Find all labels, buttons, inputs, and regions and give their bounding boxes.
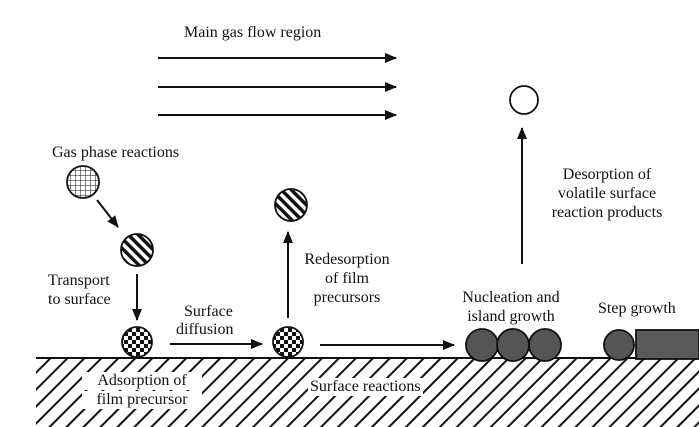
step-atom: [603, 329, 635, 361]
precursor-molecule: [120, 233, 154, 267]
redesorption-label-line-3: precursors: [313, 289, 381, 306]
surface-diffusion-label-line-2: diffusion: [176, 321, 234, 338]
transport-label-line-2: to surface: [48, 291, 111, 308]
redesorption-label-line-1: Redesorption: [304, 251, 390, 268]
reaction-arrow: [96, 199, 119, 228]
desorption-label-line-2: volatile surface: [557, 185, 657, 202]
island-atom-3: [528, 328, 562, 362]
island-atom-2: [496, 328, 530, 362]
redesorption-label-line-2: of film: [325, 270, 369, 287]
gas-phase-label: Gas phase reactions: [52, 144, 180, 161]
transport-label-line-1: Transport: [48, 272, 110, 289]
adsorbed-precursor: [121, 326, 153, 358]
surface-diffusion-label-line-1: Surface: [184, 303, 233, 320]
surface-reactions-label: Surface reactions: [308, 378, 423, 396]
nucleation-label-line-2: island growth: [467, 308, 555, 325]
step-edge: [635, 329, 699, 360]
volatile-product: [509, 85, 539, 115]
desorption-label-line-3: reaction products: [551, 204, 663, 221]
desorption-label-line-1: Desorption of: [562, 166, 652, 183]
gas-phase-molecule: [66, 165, 100, 199]
nucleation-label-line-1: Nucleation and: [462, 289, 560, 306]
island-atom-1: [465, 328, 499, 362]
adsorption-label-line-1: Adsorption of: [82, 372, 202, 390]
adsorption-label-line-2: film precursor: [82, 391, 202, 409]
main-flow-label: Main gas flow region: [184, 24, 322, 41]
redesorbed-precursor: [274, 188, 308, 222]
step-growth-label: Step growth: [598, 300, 676, 317]
diffused-precursor: [272, 326, 304, 358]
